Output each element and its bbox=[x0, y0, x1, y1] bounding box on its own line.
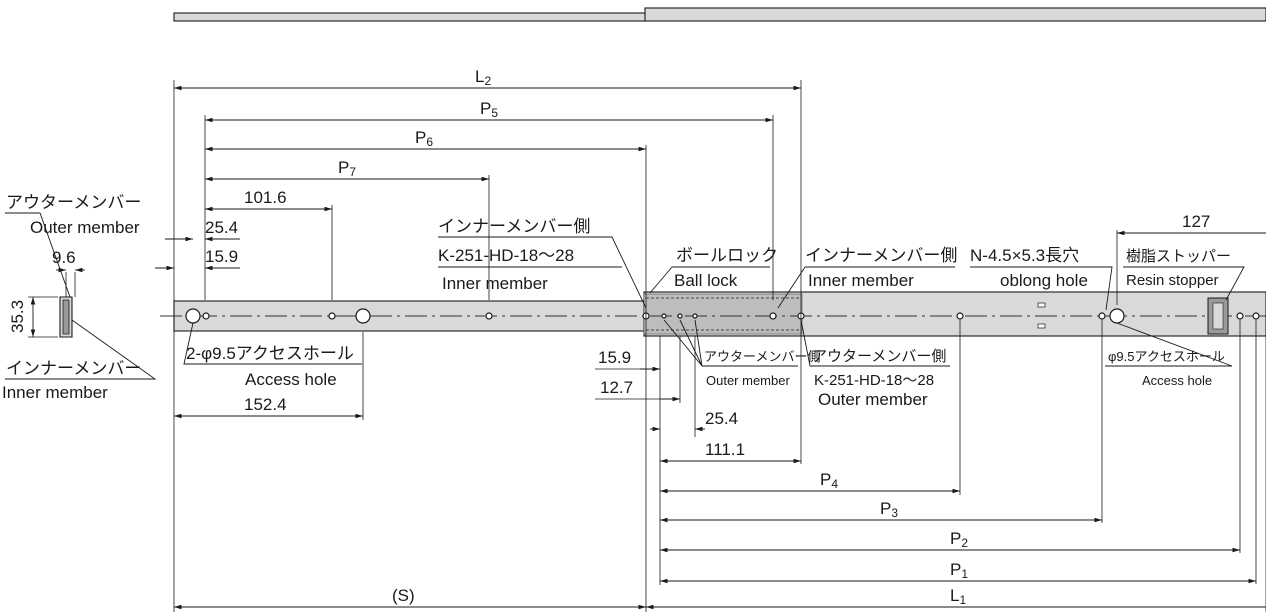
resin-en: Resin stopper bbox=[1126, 272, 1219, 289]
inner-side2-jp: インナーメンバー側 bbox=[805, 246, 957, 265]
mount-hole bbox=[202, 312, 210, 320]
mount-hole bbox=[1236, 312, 1244, 320]
mount-hole bbox=[1098, 312, 1106, 320]
dim-L2: L2 bbox=[475, 67, 491, 88]
dim-P3: P3 bbox=[880, 499, 898, 520]
mount-hole bbox=[769, 312, 777, 320]
top-view bbox=[173, 7, 1266, 22]
dim-P5: P5 bbox=[480, 99, 498, 120]
callout-leaders-bottom bbox=[183, 319, 1233, 367]
ball-lock-band bbox=[643, 293, 803, 335]
outer-side-b-en: Outer member bbox=[818, 390, 928, 409]
top-inner-rail bbox=[173, 12, 647, 22]
ball-lock-en: Ball lock bbox=[674, 271, 738, 290]
dim-P6: P6 bbox=[415, 128, 433, 149]
mount-hole bbox=[485, 312, 493, 320]
dim-25-4-bottom: 25.4 bbox=[705, 409, 738, 428]
dim-P2: P2 bbox=[950, 529, 968, 550]
outer-side-a-en: Outer member bbox=[706, 373, 790, 388]
oblong-hole bbox=[1037, 323, 1046, 329]
dim-S: (S) bbox=[392, 586, 415, 605]
outer-side-b-code: K-251-HD-18～28 bbox=[814, 372, 934, 389]
access-right-jp: φ9.5アクセスホール bbox=[1108, 349, 1225, 364]
extension-lines bbox=[173, 80, 1266, 612]
access-hole bbox=[1109, 308, 1125, 324]
bottom-dimensions bbox=[174, 366, 1266, 610]
access-right-en: Access hole bbox=[1142, 373, 1212, 388]
dim-P7: P7 bbox=[338, 158, 356, 179]
oblong-jp: N-4.5×5.3長穴 bbox=[970, 246, 1079, 265]
access-hole bbox=[185, 308, 201, 324]
callout-leaders-top bbox=[438, 236, 1245, 311]
access-left-en: Access hole bbox=[245, 370, 337, 389]
dim-127: 127 bbox=[1182, 212, 1210, 231]
dim-35-3: 35.3 bbox=[8, 300, 27, 333]
cross-section bbox=[5, 212, 157, 380]
dim-P1: P1 bbox=[950, 560, 968, 581]
mount-hole bbox=[1252, 312, 1260, 320]
outer-member-en: Outer member bbox=[30, 218, 140, 237]
inner-member-left-jp: インナーメンバー bbox=[6, 359, 141, 378]
dim-111-1: 111.1 bbox=[705, 440, 745, 459]
access-left-jp: 2-φ9.5アクセスホール bbox=[186, 344, 354, 363]
dim-L1: L1 bbox=[950, 586, 966, 607]
mount-hole bbox=[956, 312, 964, 320]
inner-member-left-en: Inner member bbox=[2, 383, 108, 402]
ball-lock-jp: ボールロック bbox=[676, 246, 778, 265]
inner-side-code: K-251-HD-18～28 bbox=[438, 246, 574, 265]
resin-jp: 樹脂ストッパー bbox=[1126, 248, 1231, 265]
dim-9-6: 9.6 bbox=[52, 248, 76, 267]
dim-15-9-top: 15.9 bbox=[205, 247, 238, 266]
inner-side-jp: インナーメンバー側 bbox=[438, 217, 590, 236]
dim-P4: P4 bbox=[820, 470, 838, 491]
outer-member-jp: アウターメンバー bbox=[6, 193, 141, 212]
outer-side-a-jp: アウターメンバー側 bbox=[704, 349, 820, 364]
access-hole bbox=[355, 308, 371, 324]
top-dimensions bbox=[155, 85, 1266, 271]
dim-25-4-top: 25.4 bbox=[205, 218, 238, 237]
mount-hole bbox=[328, 312, 336, 320]
oblong-en: oblong hole bbox=[1000, 271, 1088, 290]
dim-15-9-bottom: 15.9 bbox=[598, 348, 631, 367]
oblong-hole bbox=[1037, 302, 1046, 308]
outer-side-b-jp: アウターメンバー側 bbox=[812, 348, 946, 365]
dim-101-6: 101.6 bbox=[244, 188, 287, 207]
top-outer-rail bbox=[644, 7, 1266, 22]
inner-side2-en: Inner member bbox=[808, 271, 914, 290]
side-view bbox=[160, 291, 1266, 337]
inner-side-en: Inner member bbox=[442, 274, 548, 293]
dim-12-7: 12.7 bbox=[600, 378, 633, 397]
dim-152-4: 152.4 bbox=[244, 395, 287, 414]
